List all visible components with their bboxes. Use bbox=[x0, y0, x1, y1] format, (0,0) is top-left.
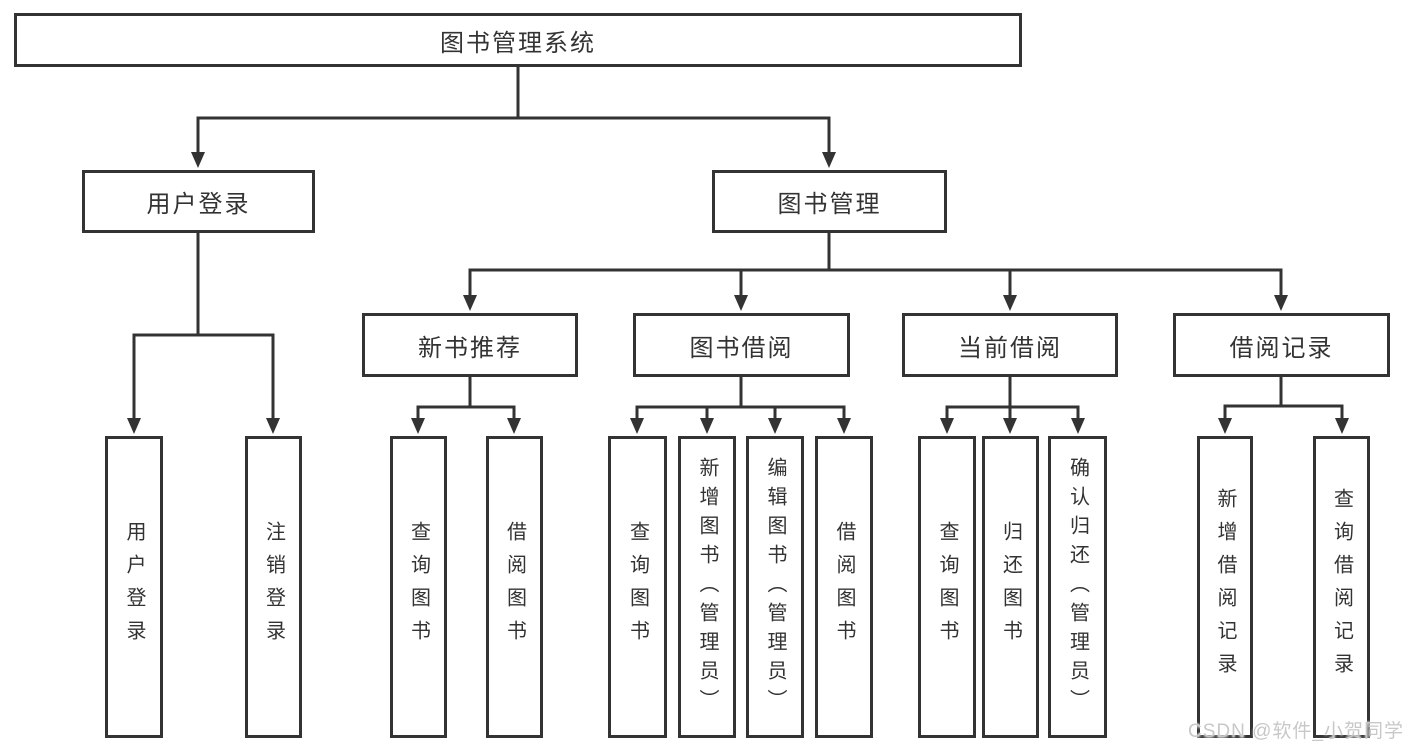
node-leaf-bb-query: 查询图书 bbox=[608, 436, 667, 738]
node-label: 用户登录 bbox=[123, 521, 145, 653]
node-leaf-cb-confirm: 确认归还（管理员） bbox=[1048, 436, 1107, 738]
node-label: 查询借阅记录 bbox=[1330, 488, 1353, 686]
node-borrow-records: 借阅记录 bbox=[1173, 313, 1390, 377]
node-label: 新增图书（管理员） bbox=[696, 456, 718, 718]
node-leaf-bb-borrow: 借阅图书 bbox=[815, 436, 873, 738]
node-label: 当前借阅 bbox=[958, 334, 1062, 362]
node-label: 图书管理系统 bbox=[440, 29, 596, 57]
node-user-login: 用户登录 bbox=[82, 170, 315, 233]
node-label: 图书管理 bbox=[777, 191, 882, 218]
node-book-borrow: 图书借阅 bbox=[633, 313, 850, 377]
connector-new-book-rec bbox=[416, 375, 516, 423]
node-leaf-user-login: 用户登录 bbox=[105, 436, 163, 738]
connector-root bbox=[196, 65, 831, 156]
node-leaf-nbr-query: 查询图书 bbox=[390, 436, 447, 738]
node-label: 新书推荐 bbox=[418, 334, 522, 362]
node-leaf-bb-edit: 编辑图书（管理员） bbox=[746, 436, 804, 738]
csdn-watermark: CSDN @软件_小贺同学 bbox=[1188, 721, 1404, 742]
node-label: 借阅图书 bbox=[833, 521, 855, 653]
node-leaf-nbr-borrow: 借阅图书 bbox=[486, 436, 543, 738]
node-new-book-rec: 新书推荐 bbox=[362, 313, 578, 377]
node-leaf-cb-return: 归还图书 bbox=[982, 436, 1039, 738]
node-label: 用户登录 bbox=[146, 191, 251, 218]
node-label: 借阅记录 bbox=[1229, 334, 1334, 362]
connector-current-borrow bbox=[945, 375, 1080, 423]
node-label: 图书借阅 bbox=[689, 334, 794, 362]
connector-user-login bbox=[132, 231, 275, 423]
node-leaf-bb-add: 新增图书（管理员） bbox=[678, 436, 736, 738]
node-leaf-br-add: 新增借阅记录 bbox=[1197, 436, 1253, 738]
connector-borrow-records bbox=[1223, 375, 1344, 423]
node-root: 图书管理系统 bbox=[14, 13, 1022, 67]
node-label: 新增借阅记录 bbox=[1214, 488, 1236, 686]
node-label: 注销登录 bbox=[262, 521, 285, 653]
node-current-borrow: 当前借阅 bbox=[902, 313, 1118, 377]
node-book-mgmt: 图书管理 bbox=[712, 170, 947, 233]
node-leaf-cb-query: 查询图书 bbox=[918, 436, 976, 738]
node-label: 借阅图书 bbox=[503, 521, 526, 653]
node-label: 查询图书 bbox=[407, 521, 430, 653]
connector-book-borrow bbox=[635, 375, 846, 423]
arrowhead-icons bbox=[127, 152, 1349, 434]
node-label: 查询图书 bbox=[626, 521, 649, 653]
node-label: 编辑图书（管理员） bbox=[764, 456, 786, 718]
node-label: 确认归还（管理员） bbox=[1066, 456, 1089, 718]
node-label: 查询图书 bbox=[936, 521, 958, 653]
node-label: 归还图书 bbox=[999, 521, 1022, 653]
node-leaf-logout: 注销登录 bbox=[245, 436, 302, 738]
node-leaf-br-query: 查询借阅记录 bbox=[1313, 436, 1370, 738]
connector-book-mgmt bbox=[468, 231, 1283, 300]
